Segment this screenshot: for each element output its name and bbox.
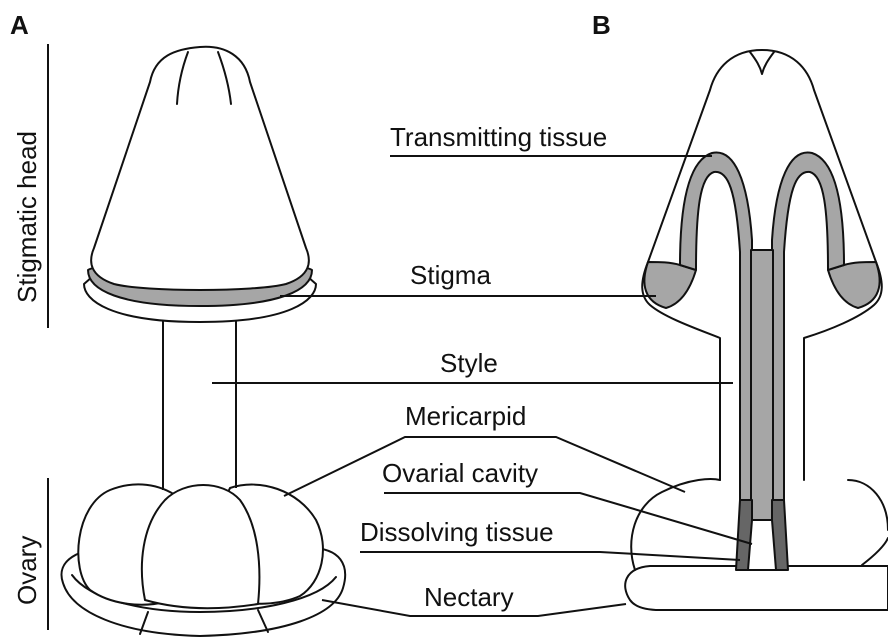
nectary-b — [625, 566, 888, 610]
panel-a-label: A — [10, 10, 29, 40]
label-dissolving-tissue: Dissolving tissue — [360, 517, 554, 547]
label-nectary: Nectary — [424, 582, 514, 612]
ovary-label: Ovary — [12, 536, 42, 605]
stigmatic-head-a — [84, 47, 316, 322]
label-transmitting-tissue: Transmitting tissue — [390, 122, 607, 152]
label-stigma: Stigma — [410, 260, 491, 290]
stigmatic-head-label: Stigmatic head — [12, 131, 42, 303]
panel-b-label: B — [592, 10, 611, 40]
transmitting-tissue-b — [680, 152, 752, 560]
stigma-tissue-b — [644, 262, 696, 308]
ovarial-cavity-b — [748, 520, 776, 570]
label-ovarial-cavity: Ovarial cavity — [382, 458, 538, 488]
pistil-b-section — [625, 50, 888, 610]
mericarpid-lobes-a — [78, 484, 323, 608]
label-style: Style — [440, 348, 498, 378]
label-mericarpid: Mericarpid — [405, 401, 526, 431]
style-a — [163, 318, 236, 490]
pistil-a — [61, 47, 345, 636]
leader-dissolving — [360, 552, 740, 560]
